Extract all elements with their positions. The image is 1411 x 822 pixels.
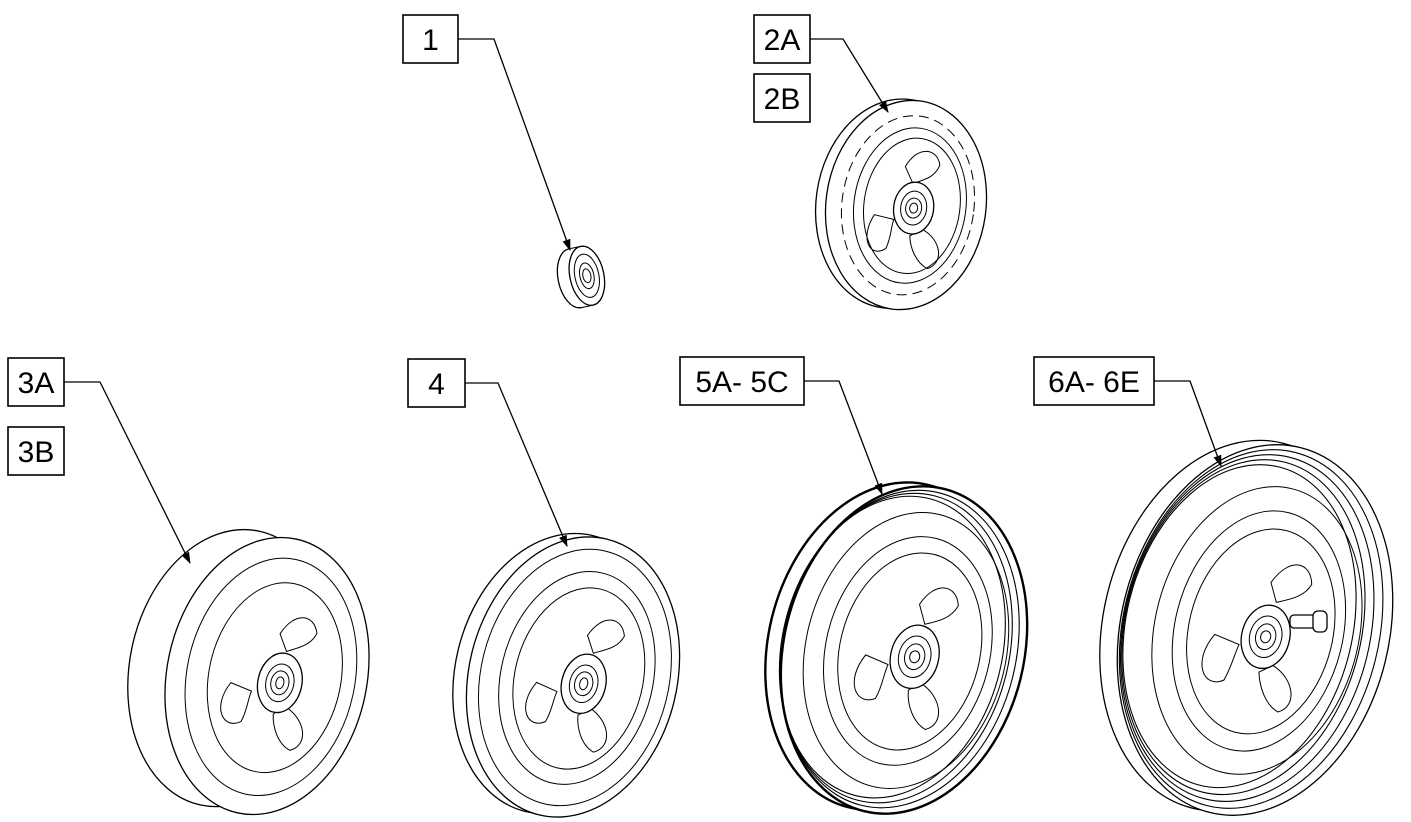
leader-3 [64,381,191,565]
callout-2b-text: 2B [764,83,801,116]
callout-4: 4 [407,358,466,408]
part-4-wheel [452,532,681,818]
callout-4-text: 4 [428,368,445,401]
leader-5 [804,380,883,496]
callout-3a: 3A [7,357,65,407]
part-5-wheel [764,481,1029,815]
part-6-wheel [1099,439,1394,816]
leader-lines [64,38,1222,565]
part-3-wheel [127,528,370,816]
leader-1 [458,38,571,252]
leader-2 [810,38,889,113]
callout-5: 5A- 5C [679,356,805,406]
callout-2a: 2A [753,14,811,64]
callout-3b-text: 3B [18,436,55,469]
leader-6 [1154,380,1222,468]
part-2-wheel [814,98,988,311]
part-1-bearing [556,245,606,309]
leader-4 [465,382,568,548]
callout-2a-text: 2A [764,24,801,57]
callout-6: 6A- 6E [1033,356,1155,406]
callout-1: 1 [402,14,459,64]
callout-6-text: 6A- 6E [1048,366,1140,399]
callout-2b: 2B [753,73,811,123]
callout-3b: 3B [7,426,65,476]
callout-3a-text: 3A [18,367,55,400]
valve-stem [1289,610,1328,633]
callout-5-text: 5A- 5C [695,366,788,399]
callout-1-text: 1 [422,24,439,57]
